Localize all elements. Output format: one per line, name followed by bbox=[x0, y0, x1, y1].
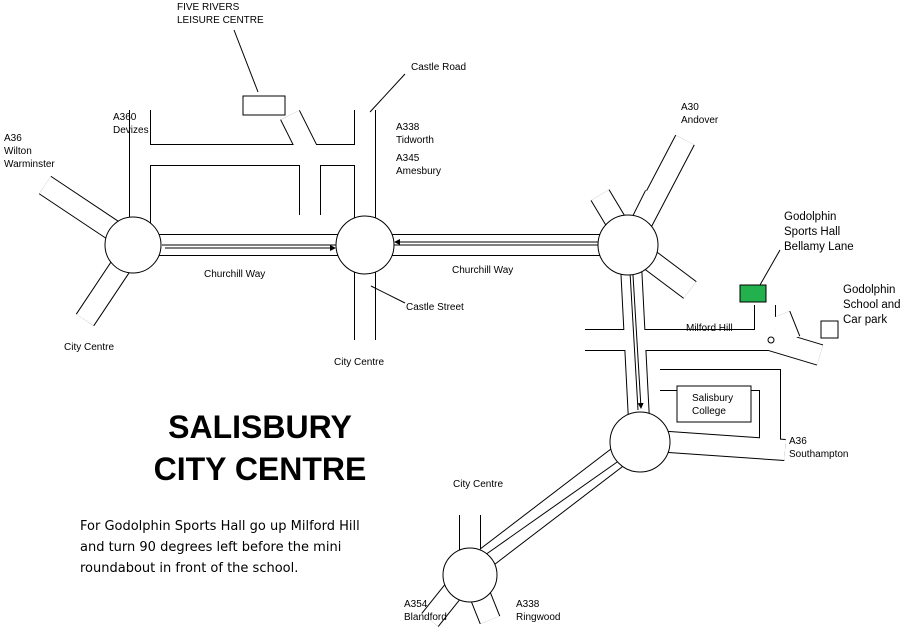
label-a30-andover: A30 Andover bbox=[681, 102, 719, 126]
map-title-line2: CITY CENTRE bbox=[153, 451, 367, 487]
directions-note: For Godolphin Sports Hall go up Milford … bbox=[80, 516, 400, 579]
label-five-rivers: FIVE RIVERS LEISURE CENTRE bbox=[177, 2, 264, 26]
roundabout-wilton bbox=[104, 216, 162, 274]
label-castle-road: Castle Road bbox=[411, 62, 467, 73]
label-a36-southampton: A36 Southampton bbox=[789, 436, 849, 460]
directions-line-1: For Godolphin Sports Hall go up Milford … bbox=[80, 519, 360, 534]
label-a338-ringwood: A338 Ringwood bbox=[516, 599, 561, 623]
label-godolphin-school: Godolphin School and Car park bbox=[843, 284, 901, 326]
label-godolphin-hall: Godolphin Sports Hall Bellamy Lane bbox=[784, 211, 854, 253]
roundabout-a30 bbox=[597, 214, 659, 276]
directions-line-3: roundabout in front of the school. bbox=[80, 561, 299, 576]
college-building bbox=[676, 385, 752, 423]
roundabout-ringwood bbox=[442, 547, 498, 603]
school-building bbox=[820, 320, 839, 339]
roundabouts bbox=[104, 214, 775, 603]
five-rivers-building bbox=[242, 95, 286, 116]
sports-hall-marker bbox=[739, 284, 767, 303]
roundabout-castle-street bbox=[335, 215, 395, 275]
label-city-centre-bottom: City Centre bbox=[453, 479, 504, 490]
label-a354-blandford: A354 Blandford bbox=[404, 599, 447, 623]
direction-arrows bbox=[165, 239, 644, 409]
label-city-centre-left: City Centre bbox=[64, 342, 115, 353]
label-churchill-way-right: Churchill Way bbox=[452, 265, 514, 276]
label-a36-wilton: A36 Wilton Warminster bbox=[4, 133, 55, 170]
roundabout-south bbox=[609, 411, 671, 473]
label-churchill-way-left: Churchill Way bbox=[204, 269, 266, 280]
label-a338-tidworth: A338 Tidworth bbox=[396, 122, 434, 146]
buildings bbox=[242, 95, 839, 423]
directions-line-2: and turn 90 degrees left before the mini bbox=[80, 540, 342, 555]
map-title-line1: SALISBURY bbox=[168, 409, 352, 445]
label-salisbury-college: Salisbury College bbox=[692, 393, 734, 417]
label-milford-hill: Milford Hill bbox=[686, 323, 733, 334]
label-city-centre-mid: City Centre bbox=[334, 357, 385, 368]
label-castle-street: Castle Street bbox=[406, 302, 464, 313]
leader-lines bbox=[233, 29, 781, 304]
label-a360: A360 Devizes bbox=[113, 112, 149, 136]
mini-roundabout bbox=[767, 336, 775, 344]
label-a345-amesbury: A345 Amesbury bbox=[396, 153, 442, 177]
